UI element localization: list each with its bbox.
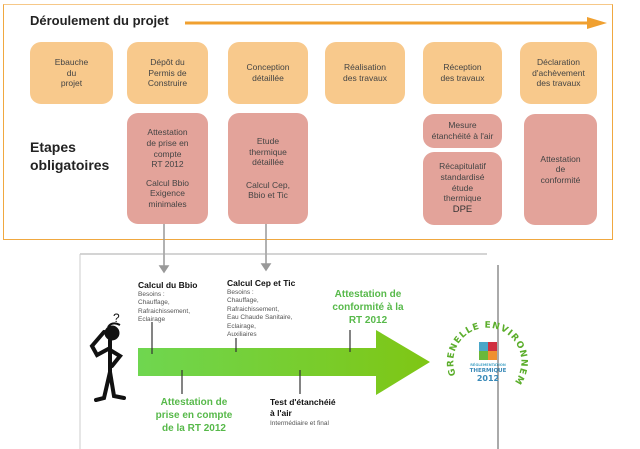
cep-detail: Besoins : Chauffage, Rafraichissement, E… [227, 289, 293, 339]
phase-reception: Réception des travaux [423, 42, 502, 104]
cep-title: Calcul Cep et Tic [227, 278, 296, 288]
svg-text:THERMIQUE: THERMIQUE [470, 368, 507, 374]
step-recapitulatif: Récapitulatif standardisé étude thermiqu… [423, 152, 502, 225]
thinking-figure-icon: ? [89, 311, 126, 402]
green-timeline-arrow [138, 330, 430, 395]
phase-ebauche: Ebauche du projet [30, 42, 113, 104]
step-text: Récapitulatif standardisé étude thermiqu… [439, 161, 486, 204]
test-title: Test d'étanchéié à l'air [270, 397, 336, 419]
timeline-arrow-orange [185, 17, 607, 29]
test-detail: Intermédiaire et final [270, 420, 329, 427]
bbio-title: Calcul du Bbio [138, 280, 198, 290]
bbio-detail: Besoins : Chauffage, Rafraichissement, E… [138, 291, 191, 324]
process-frame [3, 4, 613, 240]
step-permis: Attestation de prise en compte RT 2012 C… [127, 113, 208, 224]
timeline-ticks [151, 322, 351, 394]
connector-arrows [158, 224, 272, 274]
step-text: Calcul Bbio Exigence minimales [146, 177, 189, 210]
step-text: DPE [452, 203, 473, 215]
phase-declaration: Déclaration d'achèvement des travaux [520, 42, 597, 104]
svg-text:2012: 2012 [477, 374, 499, 383]
phase-permis: Dépôt du Permis de Construire [127, 42, 208, 104]
phase-realisation: Réalisation des travaux [325, 42, 405, 104]
step-declaration: Attestation de conformité [524, 114, 597, 225]
step-conception: Etude thermique détaillée Calcul Cep, Bb… [228, 113, 308, 224]
svg-text:?: ? [113, 311, 120, 325]
step-text: Attestation de prise en compte RT 2012 [146, 127, 189, 170]
conformite-label: Attestation de conformité à la RT 2012 [332, 289, 404, 326]
phase-conception: Conception détaillée [228, 42, 308, 104]
step-text: Etude thermique détaillée [249, 135, 287, 168]
step-mesure: Mesure étanchéité à l'air [423, 114, 502, 148]
prise-en-compte-label: Attestation de prise en compte de la RT … [155, 397, 233, 434]
etapes-label: Etapes obligatoires [30, 139, 110, 174]
svg-text:RÉGLEMENTATION: RÉGLEMENTATION [470, 362, 506, 367]
step-text: Calcul Cep, Bbio et Tic [246, 179, 290, 201]
diagram-title: Déroulement du projet [30, 13, 169, 28]
